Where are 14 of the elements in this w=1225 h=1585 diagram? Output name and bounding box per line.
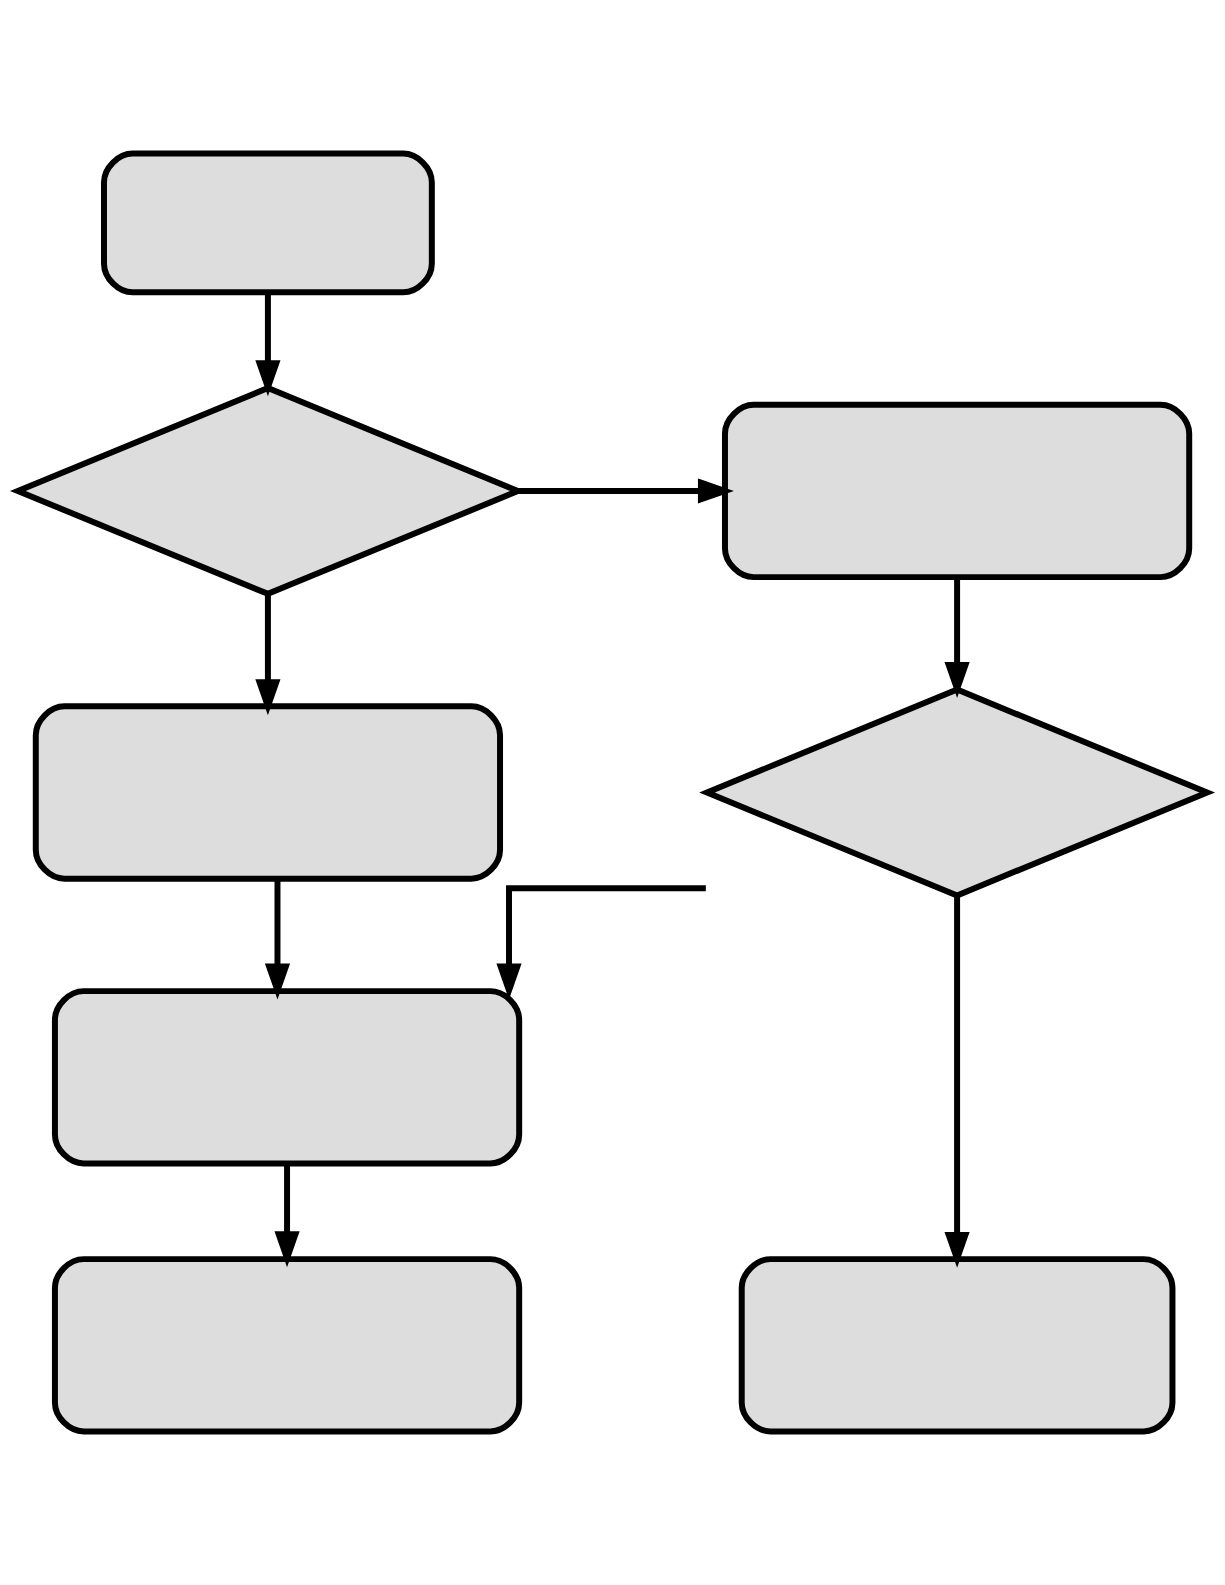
node-box (51, 1256, 523, 1435)
node-box (738, 1256, 1176, 1435)
arrow (264, 878, 291, 1000)
arrow (944, 895, 970, 1268)
arrow (255, 593, 281, 716)
node-box (722, 401, 1193, 581)
arrow (274, 1163, 300, 1268)
node-box (51, 988, 523, 1167)
node-box (32, 703, 503, 882)
node-box (101, 150, 435, 296)
arrow (944, 577, 970, 699)
arrow (255, 292, 281, 397)
arrow (518, 478, 734, 504)
node-diamond (699, 686, 1215, 899)
